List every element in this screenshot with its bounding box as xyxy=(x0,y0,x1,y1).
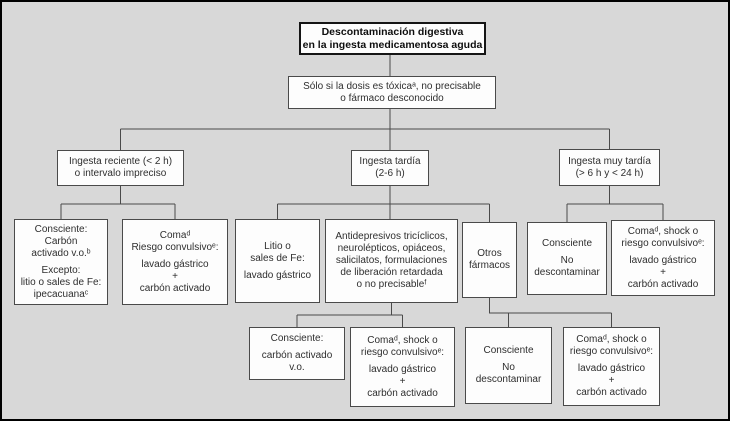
node-text-line: No xyxy=(560,255,574,266)
node-text-line: lavado gástrico xyxy=(368,363,437,375)
node-text-line: Antidepresivos tricíclicos, xyxy=(335,231,448,242)
node-text-line: Descontaminación digestiva xyxy=(321,26,464,38)
node-text-line: riesgo convulsivoᵉ: xyxy=(569,346,654,357)
node-text-line: neurolépticos, opiáceos, xyxy=(337,243,446,254)
node-text-line: descontaminar xyxy=(534,267,600,278)
node-text-line: lavado gástrico xyxy=(141,258,209,270)
node-text-line: Ingesta muy tardía xyxy=(568,155,651,167)
node-text-line: activado v.o.ᵇ xyxy=(31,247,91,259)
node-title: Descontaminación digestiva en la ingesta… xyxy=(299,22,486,55)
node-text-line: sales de Fe: xyxy=(250,252,305,264)
node-text-line: o intervalo impreciso xyxy=(74,168,167,179)
node-text-line: lavado gástrico xyxy=(243,269,312,281)
node-text-line: o fármaco desconocido xyxy=(340,92,444,104)
node-consciente-carbon: Consciente: Carbón activado v.o.ᵇ Except… xyxy=(14,219,108,305)
connector-late-split xyxy=(277,186,490,222)
connector-antidep-split xyxy=(296,303,403,327)
node-text-line: Ingesta tardía xyxy=(359,156,421,167)
connector-otros-split xyxy=(489,298,612,327)
node-text-line: Comaᵈ, shock o xyxy=(627,225,699,237)
node-ingesta-reciente: Ingesta reciente (< 2 h) o intervalo imp… xyxy=(57,150,184,186)
connector-dose-branches xyxy=(120,109,610,150)
node-consciente-carbon-vo: Consciente: carbón activado v.o. xyxy=(249,327,345,380)
node-text-line: carbón activado xyxy=(627,278,699,290)
node-text-line: en la ingesta medicamentosa aguda xyxy=(302,38,483,51)
node-text-line: Ingesta reciente (< 2 h) xyxy=(68,156,173,167)
node-text-line: + xyxy=(660,266,666,278)
node-text-line: ipecacuanaᶜ xyxy=(33,288,89,300)
node-consciente-no-descontaminar-2: Consciente No descontaminar xyxy=(465,327,552,404)
node-text-line: Consciente xyxy=(483,345,534,356)
node-text-line: o no precisableᶠ xyxy=(356,279,427,290)
node-dose-condition: Sólo si la dosis es tóxicaᵃ, no precisab… xyxy=(288,76,496,109)
node-text-line: Comaᵈ xyxy=(159,229,191,241)
node-text-line: + xyxy=(172,270,178,282)
node-text-line: lavado gástrico xyxy=(629,254,697,266)
node-text-line: carbón activado xyxy=(261,350,333,361)
node-consciente-no-descontaminar-1: Consciente No descontaminar xyxy=(527,222,607,295)
node-text-line: Carbón xyxy=(44,235,78,247)
node-text-line: Litio o xyxy=(264,240,291,252)
node-text-line: riesgo convulsivoᵉ: xyxy=(360,346,445,358)
node-text-line: litio o sales de Fe: xyxy=(20,276,102,288)
node-litio-sales-fe: Litio o sales de Fe: lavado gástrico xyxy=(235,219,320,303)
node-antidepresivos: Antidepresivos tricíclicos, neuroléptico… xyxy=(325,219,458,303)
node-text-line: (2-6 h) xyxy=(375,168,405,179)
node-text-line: Sólo si la dosis es tóxicaᵃ, no precisab… xyxy=(303,80,481,92)
node-text-line: Otros xyxy=(477,248,502,259)
node-text-line: carbón activado xyxy=(139,282,211,294)
node-text-line: Consciente xyxy=(541,238,593,249)
node-text-line: Consciente: xyxy=(270,333,324,344)
node-text-line: fármacos xyxy=(468,260,511,271)
node-text-line: carbón activado xyxy=(576,387,647,398)
node-otros-farmacos: Otros fármacos xyxy=(462,222,517,298)
node-text-line: Comaᵈ, shock o xyxy=(367,334,438,346)
node-text-line: lavado gástrico xyxy=(577,363,646,374)
node-text-line: No xyxy=(502,362,515,373)
node-text-line: Riesgo convulsivoᵉ: xyxy=(131,241,219,253)
node-text-line: riesgo convulsivoᵉ: xyxy=(621,237,705,249)
node-text-line: carbón activado xyxy=(367,387,438,399)
node-coma-riesgo-convulsivo: Comaᵈ Riesgo convulsivoᵉ: lavado gástric… xyxy=(122,219,228,305)
node-text-line: (> 6 h y < 24 h) xyxy=(575,167,644,179)
node-text-line: Consciente: xyxy=(34,223,88,235)
node-coma-shock-2: Comaᵈ, shock o riesgo convulsivoᵉ: lavad… xyxy=(350,327,455,407)
node-coma-shock-1: Comaᵈ, shock o riesgo convulsivoᵉ: lavad… xyxy=(611,220,715,296)
connector-verylate-split xyxy=(566,186,664,222)
node-text-line: Excepto: xyxy=(41,264,81,276)
node-text-line: salicilatos, formulaciones xyxy=(335,255,448,266)
node-text-line: descontaminar xyxy=(475,374,542,385)
connector-recent-split xyxy=(60,186,176,219)
node-text-line: de liberación retardada xyxy=(340,267,443,278)
node-text-line: + xyxy=(608,375,615,386)
node-text-line: v.o. xyxy=(289,362,305,373)
node-text-line: + xyxy=(399,375,406,387)
node-coma-shock-3: Comaᵈ, shock o riesgo convulsivoᵉ: lavad… xyxy=(563,327,660,406)
node-ingesta-tardia: Ingesta tardía (2-6 h) xyxy=(351,150,429,186)
node-ingesta-muy-tardia: Ingesta muy tardía (> 6 h y < 24 h) xyxy=(559,149,660,186)
node-text-line: Comaᵈ, shock o xyxy=(576,334,647,345)
